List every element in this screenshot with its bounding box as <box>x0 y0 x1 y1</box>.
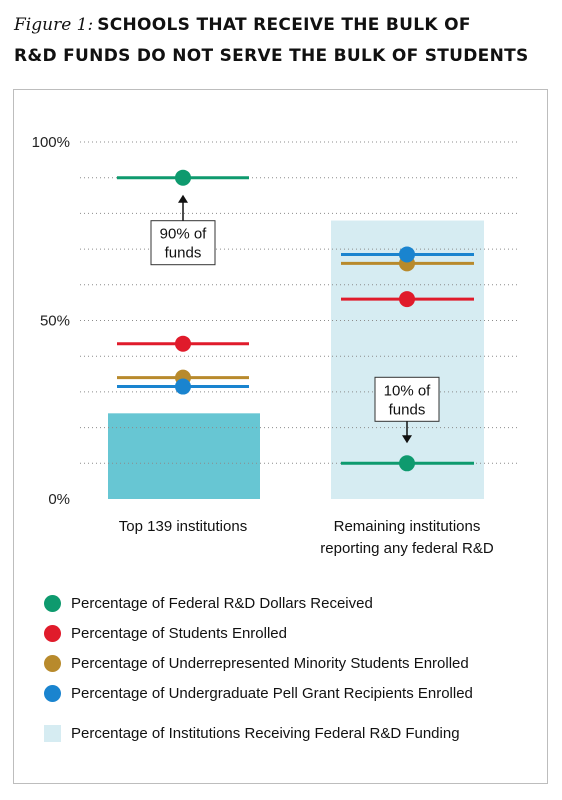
legend-label-students: Percentage of Students Enrolled <box>71 624 287 642</box>
legend-item-institutions: Percentage of Institutions Receiving Fed… <box>44 718 544 748</box>
category-label-2-line-1: Remaining institutions <box>334 518 481 535</box>
title-prefix: Figure 1: <box>14 15 94 35</box>
legend-label-funds: Percentage of Federal R&D Dollars Receiv… <box>71 594 373 612</box>
legend-label-pell: Percentage of Undergraduate Pell Grant R… <box>71 684 473 702</box>
dot-chart: 100% 50% 0% Top 139 institutions Remaining i… <box>32 134 520 557</box>
title-line-2: R&D FUNDS DO NOT SERVE THE BULK OF STUDE… <box>14 41 554 72</box>
category-label-2-line-2: reporting any federal R&D <box>320 540 494 557</box>
y-tick-label-0: 0% <box>48 491 70 508</box>
funds-dot-2 <box>399 455 415 472</box>
legend-dot-funds <box>44 594 61 612</box>
legend-dot-pell <box>44 684 61 702</box>
legend-item-pell: Percentage of Undergraduate Pell Grant R… <box>44 678 544 708</box>
category-label-1-line-1: Top 139 institutions <box>119 518 247 535</box>
title-line-1: Figure 1: SCHOOLS THAT RECEIVE THE BULK … <box>14 10 554 41</box>
figure-title: Figure 1: SCHOOLS THAT RECEIVE THE BULK … <box>14 10 554 72</box>
legend-dot-students <box>44 624 61 642</box>
title-text-1: SCHOOLS THAT RECEIVE THE BULK OF <box>97 15 471 35</box>
legend-item-minority: Percentage of Underrepresented Minority … <box>44 648 544 678</box>
annotation-arrow-head-1 <box>178 194 188 203</box>
annotation-text-2-line-2: funds <box>389 401 426 418</box>
annotation-arrow-head-2 <box>402 435 412 444</box>
legend-swatch-institutions <box>44 724 61 742</box>
students-dot-1 <box>175 335 191 352</box>
annotation-text-1-line-1: 90% of <box>160 226 208 243</box>
institutions-bar-1 <box>108 413 260 499</box>
legend-item-students: Percentage of Students Enrolled <box>44 618 544 648</box>
pell-dot-2 <box>399 246 415 263</box>
title-text-2: R&D FUNDS DO NOT SERVE THE BULK OF STUDE… <box>14 46 529 66</box>
funds-dot-1 <box>175 169 191 186</box>
pell-dot-1 <box>175 378 191 395</box>
legend-item-funds: Percentage of Federal R&D Dollars Receiv… <box>44 588 544 618</box>
legend-dot-minority <box>44 654 61 672</box>
chart-frame <box>13 89 548 784</box>
annotation-text-1-line-2: funds <box>165 245 202 262</box>
legend: Percentage of Federal R&D Dollars Receiv… <box>44 588 544 748</box>
legend-label-minority: Percentage of Underrepresented Minority … <box>71 654 469 672</box>
annotation-text-2-line-1: 10% of <box>384 382 432 399</box>
y-tick-label-100: 100% <box>32 134 70 151</box>
annotation-box-1 <box>150 220 216 266</box>
y-tick-label-50: 50% <box>40 313 70 330</box>
students-dot-2 <box>399 291 415 308</box>
legend-label-institutions: Percentage of Institutions Receiving Fed… <box>71 724 460 742</box>
